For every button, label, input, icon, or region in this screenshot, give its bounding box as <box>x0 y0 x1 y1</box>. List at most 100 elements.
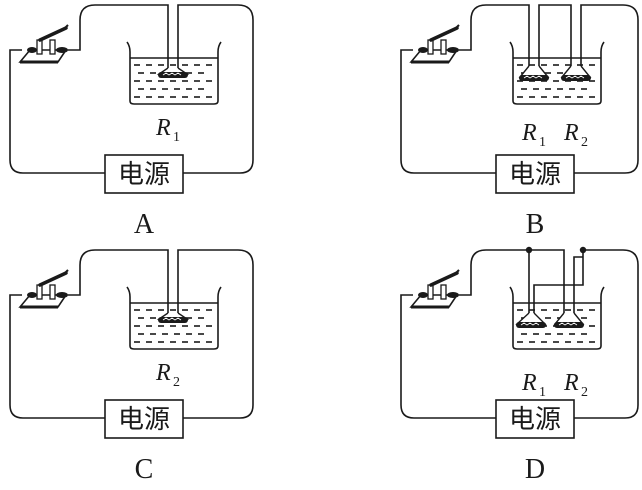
switch-handle <box>454 24 460 30</box>
switch-terminal-right <box>447 292 459 298</box>
power-supply: 电源 <box>104 154 184 194</box>
switch-post-left <box>427 39 434 55</box>
wire-right <box>568 249 639 419</box>
lead-left <box>95 4 169 68</box>
resistor-label: R <box>155 360 171 386</box>
wire-left <box>9 49 105 174</box>
junction-dot-right <box>579 246 587 254</box>
beaker-outline <box>509 41 605 105</box>
switch-terminal-left <box>418 47 428 53</box>
heater-coil-wire <box>520 322 540 326</box>
resistor-label-subscript: 2 <box>581 385 588 400</box>
resistor-label-subscript: 1 <box>539 385 546 400</box>
lead-right <box>177 4 238 68</box>
wire-left <box>400 49 496 174</box>
heating-resistor-icon <box>553 312 585 328</box>
wire-switch-top <box>68 249 96 296</box>
beaker-outline <box>509 286 605 350</box>
heating-resistor-icon <box>156 312 190 323</box>
lead-left <box>95 249 169 313</box>
heater-coil-wire <box>565 75 585 79</box>
resistor-label: R <box>521 120 537 146</box>
heating-resistor-icon <box>560 65 592 81</box>
resistor-label: R <box>563 370 579 396</box>
heater-coil-wire <box>558 322 578 326</box>
heater-coil-wire <box>162 72 182 76</box>
beaker-outline <box>126 286 222 350</box>
heater-coil <box>516 322 546 328</box>
resistor-label-subscript: 1 <box>173 130 180 145</box>
switch-post-right <box>49 284 56 300</box>
switch-terminal-left <box>27 47 37 53</box>
power-supply-box <box>495 154 575 194</box>
knife-switch-icon <box>409 269 460 309</box>
heating-resistor-icon <box>515 312 547 328</box>
power-supply-box <box>104 399 184 439</box>
beaker-icon <box>509 286 605 350</box>
power-supply-box <box>104 154 184 194</box>
beaker-outline <box>126 41 222 105</box>
power-supply: 电源 <box>104 399 184 439</box>
resistor-label: R <box>521 370 537 396</box>
knife-switch-icon <box>18 24 69 64</box>
switch-post-right <box>440 284 447 300</box>
switch-blade <box>429 271 459 287</box>
resistor-label-subscript: 1 <box>539 135 546 150</box>
lead-r1-left <box>486 4 530 66</box>
wire-left <box>9 294 105 419</box>
wire-right <box>568 4 639 174</box>
wire-left <box>400 294 496 419</box>
resistor-label: R <box>155 115 171 141</box>
power-supply-label: 电源 <box>118 160 170 189</box>
switch-blade <box>38 26 68 42</box>
wire-right <box>183 249 254 419</box>
power-supply-label: 电源 <box>509 160 561 189</box>
power-supply: 电源 <box>495 154 575 194</box>
heater-coil <box>519 75 549 81</box>
switch-blade <box>429 26 459 42</box>
switch-handle <box>454 269 460 275</box>
heater-coil <box>554 322 584 328</box>
resistor-label-subscript: 2 <box>581 135 588 150</box>
power-supply-label: 电源 <box>509 405 561 434</box>
switch-handle <box>63 24 69 30</box>
beaker-icon <box>126 41 222 105</box>
panel-label: B <box>526 209 545 240</box>
wire-switch-top <box>459 249 487 296</box>
switch-post-left <box>427 284 434 300</box>
knife-switch-icon <box>409 24 460 64</box>
lead-r2-a <box>529 249 565 313</box>
resistor-label-subscript: 2 <box>173 375 180 390</box>
heater-coil <box>561 75 591 81</box>
lead-r1-b <box>533 250 584 313</box>
switch-terminal-right <box>56 47 68 53</box>
switch-terminal-left <box>27 292 37 298</box>
heater-coil <box>158 317 188 323</box>
switch-post-right <box>440 39 447 55</box>
switch-terminal-left <box>418 292 428 298</box>
link-r1-r2 <box>538 4 572 66</box>
switch-terminal-right <box>447 47 459 53</box>
switch-post-left <box>36 284 43 300</box>
resistor-label: R <box>563 120 579 146</box>
wire-switch-top <box>459 4 487 51</box>
panel-label: A <box>134 209 155 240</box>
wire-right <box>183 4 254 174</box>
heating-resistor-icon <box>156 67 190 78</box>
lead-r2-b <box>573 256 583 313</box>
heater-coil <box>158 72 188 78</box>
panel-label: D <box>525 454 545 485</box>
wire-switch-top <box>68 4 96 51</box>
switch-blade <box>38 271 68 287</box>
power-supply-label: 电源 <box>118 405 170 434</box>
switch-terminal-right <box>56 292 68 298</box>
heater-coil-wire <box>162 317 182 321</box>
power-supply-box <box>495 399 575 439</box>
panel-label: C <box>135 454 154 485</box>
switch-post-left <box>36 39 43 55</box>
